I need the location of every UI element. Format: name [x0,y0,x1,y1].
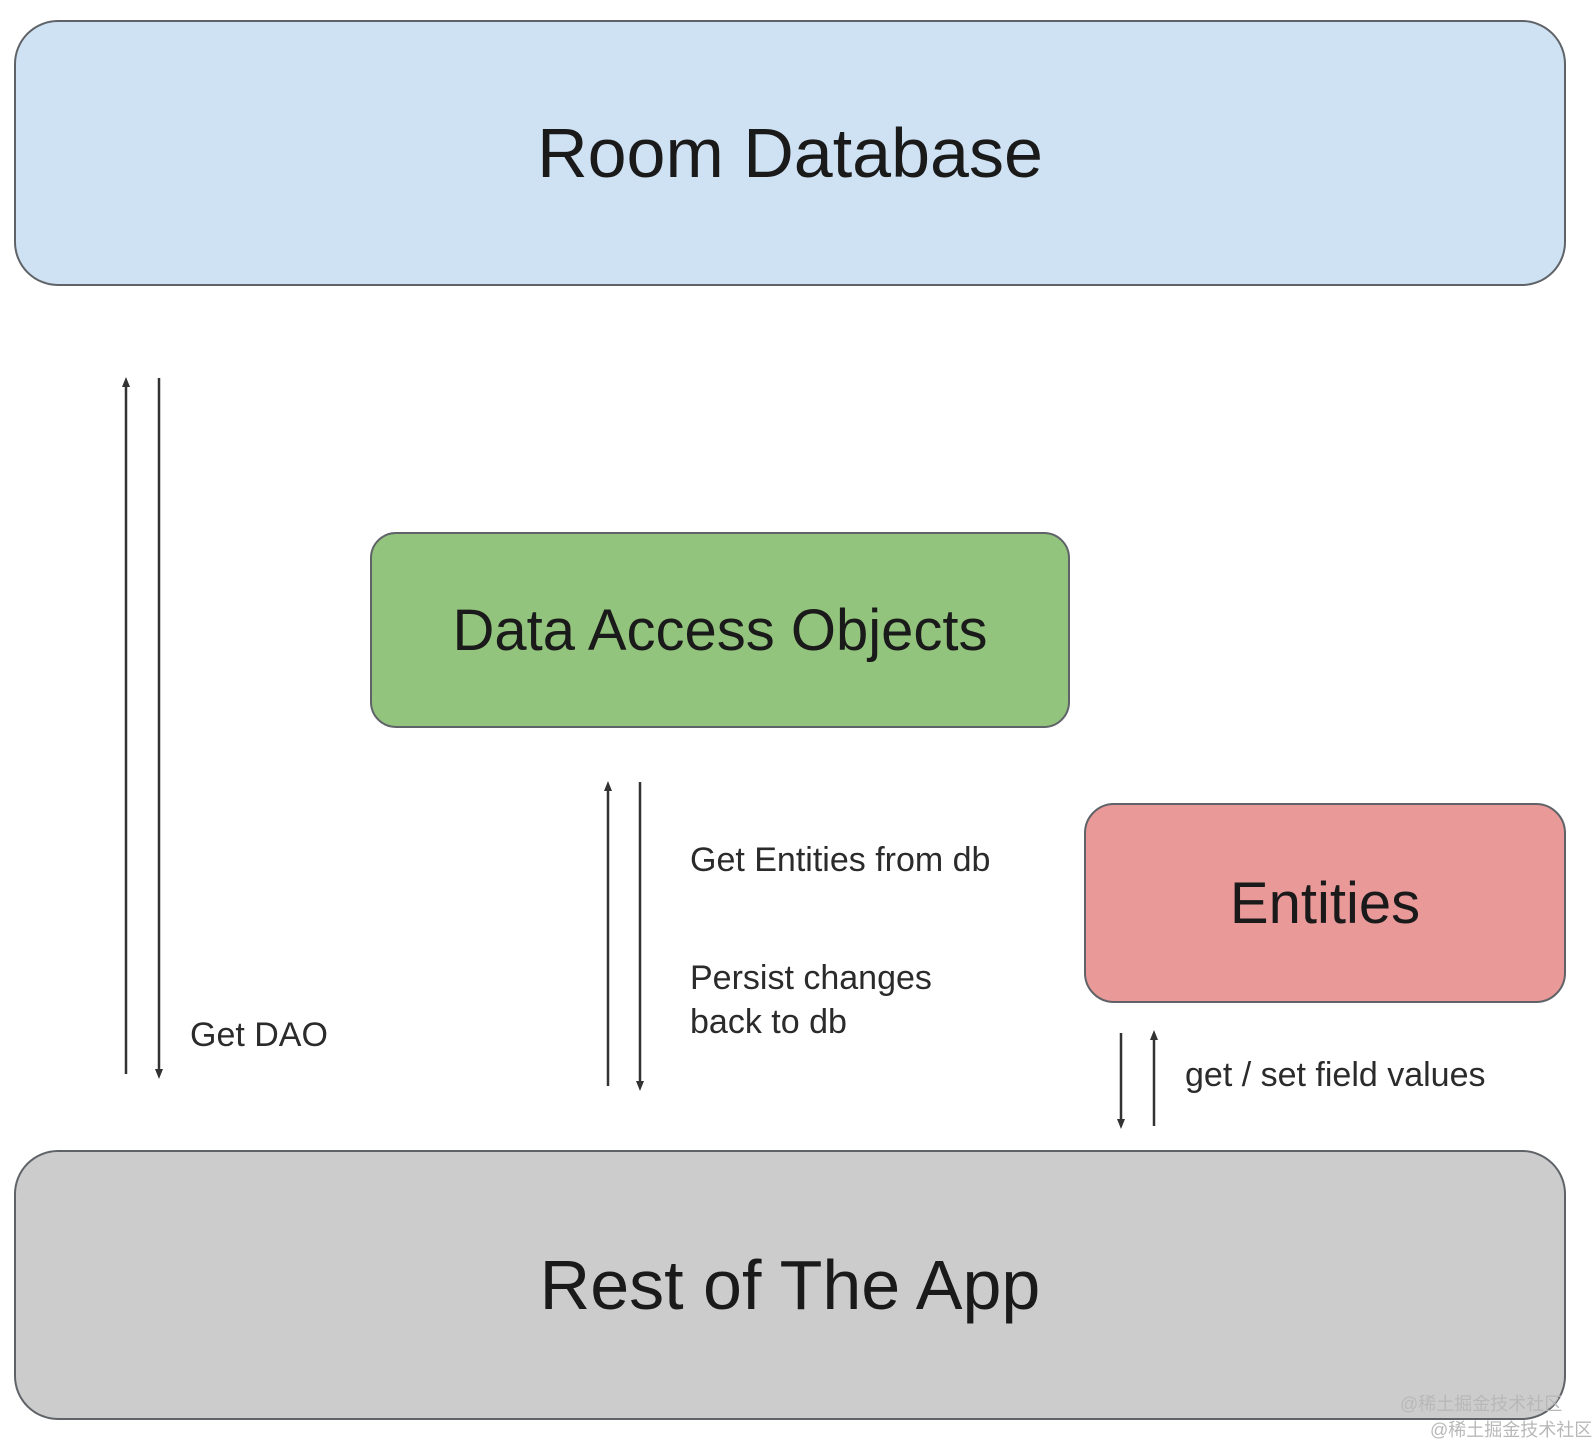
entities-node: Entities [1084,803,1566,1003]
entities-label: Entities [1229,870,1421,936]
persist-changes-line2: back to db [690,1003,847,1041]
field-values-label: get / set field values [1185,1056,1486,1094]
rest-of-app-node: Rest of The App [14,1150,1566,1420]
get-entities-label: Get Entities from db [690,841,991,879]
dao-node: Data Access Objects [370,532,1070,728]
get-dao-label: Get DAO [190,1016,328,1054]
dao-label: Data Access Objects [452,597,988,663]
room-database-node: Room Database [14,20,1566,286]
watermark-text: @稀土掘金技术社区 [1400,1394,1563,1414]
room-database-label: Room Database [537,114,1043,192]
persist-changes-line1: Persist changes [690,959,932,997]
watermark-text: @稀土掘金技术社区 [1430,1420,1593,1440]
rest-of-app-label: Rest of The App [539,1246,1041,1324]
persist-changes-label: Persist changes back to db [690,956,932,1044]
